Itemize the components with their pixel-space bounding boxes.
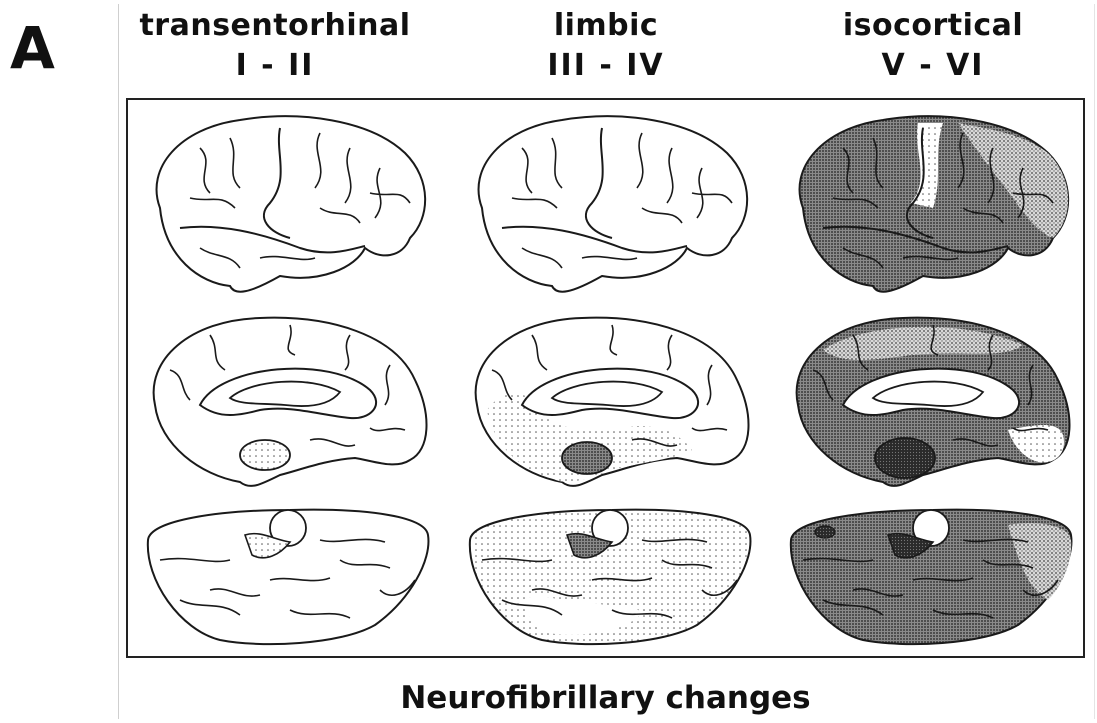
- column-header-transentorhinal: transentorhinal I - II: [115, 6, 435, 86]
- column-stage: III - IV: [446, 46, 766, 86]
- basal-brain-stage-3-4: [462, 500, 757, 650]
- column-title: transentorhinal: [139, 8, 410, 43]
- lateral-brain-stage-3-4: [462, 108, 757, 303]
- column-stage: I - II: [115, 46, 435, 86]
- basal-brain-stage-5-6: [783, 500, 1078, 650]
- column-header-limbic: limbic III - IV: [446, 6, 766, 86]
- lateral-brain-stage-5-6: [783, 108, 1078, 303]
- column-title: isocortical: [843, 8, 1023, 43]
- medial-brain-stage-3-4: [462, 310, 757, 495]
- panel-label: A: [10, 14, 55, 82]
- basal-brain-stage-1-2: [140, 500, 435, 650]
- column-header-isocortical: isocortical V - VI: [773, 6, 1093, 86]
- medial-brain-stage-5-6: [783, 310, 1078, 495]
- column-stage: V - VI: [773, 46, 1093, 86]
- medial-brain-stage-1-2: [140, 310, 435, 495]
- lateral-brain-stage-1-2: [140, 108, 435, 303]
- figure-caption: Neurofibrillary changes: [118, 680, 1093, 716]
- column-title: limbic: [554, 8, 658, 43]
